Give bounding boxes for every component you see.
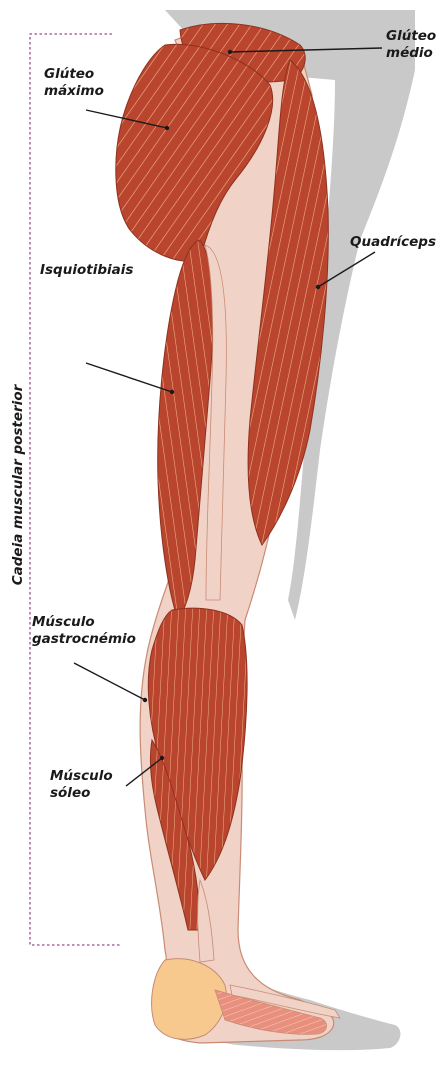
leader-isquiotibiais [86, 363, 172, 392]
label-isquiotibiais: Isquiotibiais [40, 262, 133, 279]
leader-dot-gluteo-maximo [165, 126, 169, 130]
leader-dot-isquiotibiais [170, 390, 174, 394]
leader-dot-soleo [160, 756, 164, 760]
side-label-posterior-chain: Cadeia muscular posterior [10, 385, 26, 586]
label-gluteo-maximo: Glúteo máximo [44, 66, 104, 100]
label-gastrocnemio-line2: gastrocnémio [32, 631, 136, 648]
label-soleo-line2: sóleo [50, 785, 113, 802]
label-isquiotibiais-text: Isquiotibiais [40, 262, 133, 279]
label-soleo: Músculo sóleo [50, 768, 113, 802]
posterior-chain-bracket [30, 34, 120, 945]
label-gluteo-medio-line2: médio [386, 45, 436, 62]
label-quadriceps-text: Quadríceps [350, 234, 436, 251]
leader-dot-gastrocnemio [143, 698, 147, 702]
label-gluteo-medio: Glúteo médio [386, 28, 436, 62]
label-gastrocnemio: Músculo gastrocnémio [32, 614, 136, 648]
leader-dot-gluteo-medio [228, 50, 232, 54]
label-soleo-line1: Músculo [50, 768, 113, 785]
leader-gastrocnemio [74, 663, 145, 700]
leader-dot-quadriceps [316, 285, 320, 289]
label-gastrocnemio-line1: Músculo [32, 614, 136, 631]
label-gluteo-maximo-line1: Glúteo [44, 66, 104, 83]
label-gluteo-maximo-line2: máximo [44, 83, 104, 100]
label-gluteo-medio-line1: Glúteo [386, 28, 436, 45]
label-quadriceps: Quadríceps [350, 234, 436, 251]
